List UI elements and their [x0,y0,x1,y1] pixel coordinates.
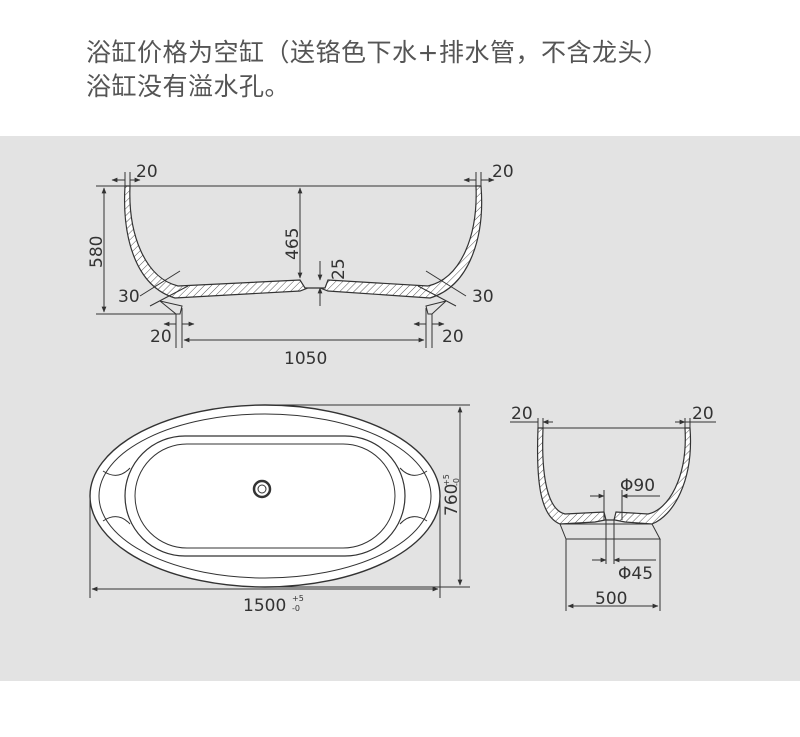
side-view-section [123,185,483,299]
top-width-tol-lower: -0 [452,478,461,486]
end-drain-outer-label: Φ90 [620,476,655,496]
note-price: 浴缸价格为空缸（送铬色下水+排水管，不含龙头） [86,38,669,67]
end-drain-inner-label: Φ45 [618,564,653,584]
side-angle-left-label: 30 [118,287,140,307]
side-base-width-label: 1050 [284,349,327,369]
drawing-panel: 20 20 580 465 25 30 30 [0,136,800,681]
technical-drawing: 20 20 580 465 25 30 30 [87,162,716,616]
end-lip-right-label: 20 [692,404,714,424]
notes: 浴缸价格为空缸（送铬色下水+排水管，不含龙头） 浴缸没有溢水孔。 [86,36,668,104]
top-length-tol-lower: -0 [292,604,300,613]
top-width-tol-upper: +5 [442,474,451,486]
note-overflow: 浴缸没有溢水孔。 [86,72,291,101]
side-lip-left-label: 20 [136,162,158,182]
top-length-label: 1500 [243,596,286,616]
side-foot-right-label: 20 [442,327,464,347]
top-width-label: 760 [442,484,462,516]
top-basin-outline [124,435,406,557]
top-drain-icon [252,479,272,499]
side-depth-label: 465 [283,228,303,260]
side-lip-right-label: 20 [492,162,514,182]
side-angle-right-label: 30 [472,287,494,307]
side-floor-label: 25 [329,258,349,280]
end-lip-left-label: 20 [511,404,533,424]
end-base-width-label: 500 [595,589,627,609]
side-height-label: 580 [87,236,107,268]
top-basin-floor [134,443,396,549]
end-view: 20 20 Φ90 Φ45 500 [510,404,716,611]
top-view: 760 +5 -0 1500 +5 -0 [89,404,470,616]
end-view-section [536,427,692,525]
top-length-tol-upper: +5 [292,594,304,603]
side-foot-left-label: 20 [150,327,172,347]
side-view: 20 20 580 465 25 30 30 [87,162,514,369]
top-inner-rim [98,413,432,579]
